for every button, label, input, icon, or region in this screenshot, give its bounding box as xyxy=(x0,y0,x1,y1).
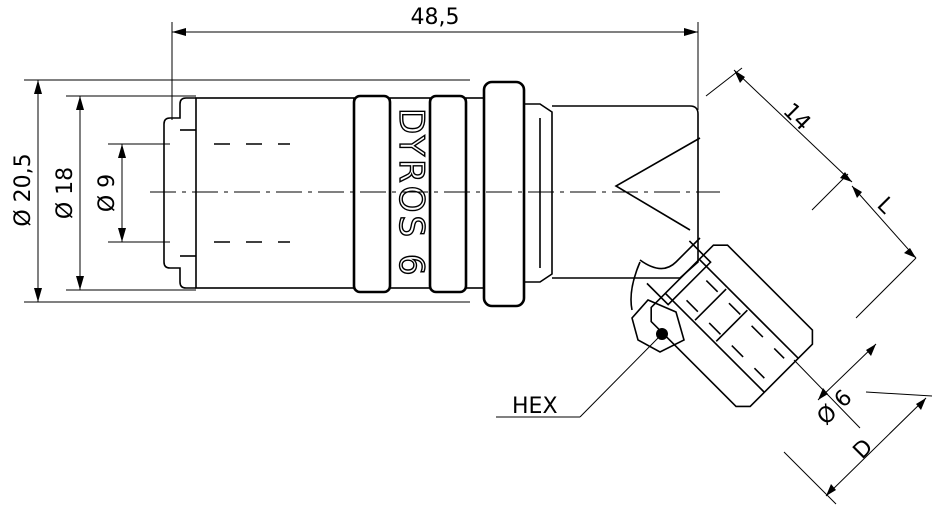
dimension-diameter-mid: Ø 18 xyxy=(53,95,196,291)
hex-label: HEX xyxy=(512,394,558,419)
coupling-body: DYROS 6 xyxy=(163,80,701,308)
dimension-angled-14: 14 xyxy=(705,67,853,211)
knurled-ring-2 xyxy=(428,94,468,294)
diameter-mid-label: Ø 18 xyxy=(53,167,78,219)
angled-length-label: 14 xyxy=(778,99,815,136)
overall-length-label: 48,5 xyxy=(411,5,460,30)
angled-outlet xyxy=(646,240,814,408)
knurled-ring-3 xyxy=(482,80,526,308)
dimension-thread-diameter: D xyxy=(783,391,933,505)
dimension-diameter-inner: Ø 9 xyxy=(95,143,170,243)
hex-leader: HEX xyxy=(496,335,661,419)
knurled-ring-1 xyxy=(352,94,392,294)
outlet-diameter-label: Ø 6 xyxy=(813,385,858,430)
thread-diameter-label: D xyxy=(849,435,879,465)
diameter-outer-label: Ø 20,5 xyxy=(11,153,36,226)
dimension-diameter-outer: Ø 20,5 xyxy=(11,79,470,303)
dimension-overall-length: 48,5 xyxy=(171,5,699,120)
dimension-outlet-diameter: Ø 6 xyxy=(793,343,877,430)
dimension-thread-length: L xyxy=(851,185,917,319)
diameter-inner-label: Ø 9 xyxy=(95,174,120,212)
engraving-text: DYROS 6 xyxy=(391,108,431,279)
thread-length-label: L xyxy=(872,193,899,220)
